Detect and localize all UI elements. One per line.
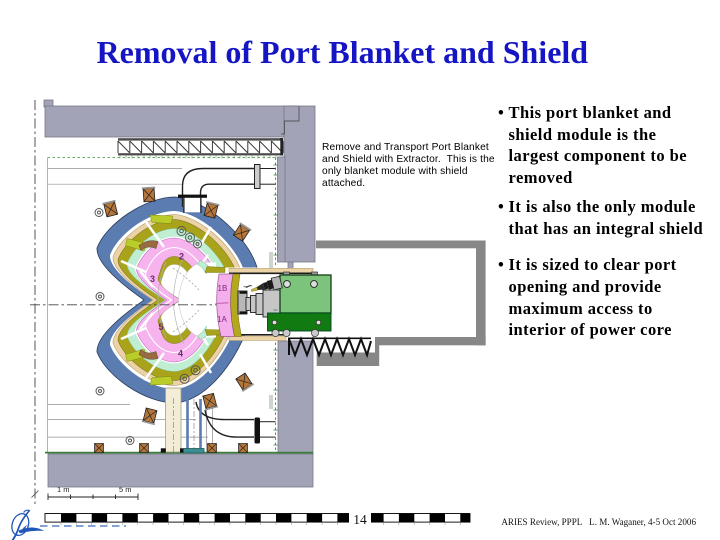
svg-text:3: 3 [150, 274, 155, 284]
svg-text:1B: 1B [218, 284, 228, 293]
svg-text:4: 4 [178, 349, 183, 359]
svg-text:1A: 1A [217, 315, 227, 324]
svg-text:1 m: 1 m [57, 485, 70, 494]
svg-text:5 m: 5 m [119, 485, 132, 494]
svg-text:2: 2 [179, 252, 184, 262]
svg-text:5: 5 [159, 322, 164, 332]
